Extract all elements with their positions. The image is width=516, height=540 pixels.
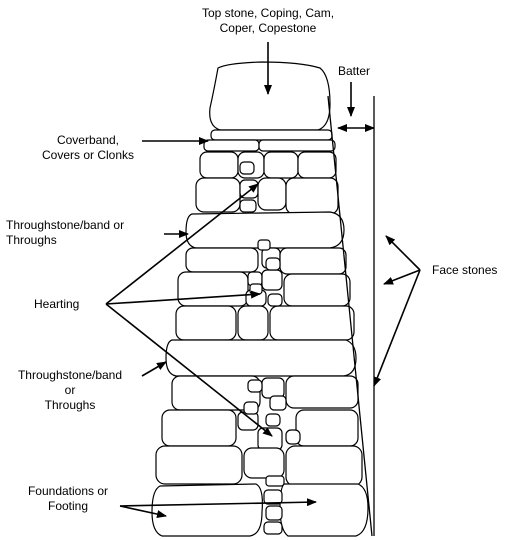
top-stone	[209, 61, 331, 131]
face-stone	[257, 427, 283, 451]
annotation-arrows	[105, 42, 421, 518]
face-stone	[283, 273, 351, 307]
face-stone	[297, 151, 337, 179]
face-stone	[175, 305, 237, 341]
face-stone	[185, 247, 259, 273]
foundation-stone	[279, 483, 369, 537]
foundations-label-line: Foundations or	[27, 484, 109, 498]
hearting-label: Hearting	[34, 297, 80, 311]
hearting-arrow	[105, 290, 261, 305]
foundations-arrow	[119, 505, 167, 518]
top-stone-label: Top stone, Coping, Cam, Coper, Copestone	[180, 6, 356, 36]
coverband-stone	[203, 139, 260, 152]
face-stone	[161, 409, 237, 447]
face-stone	[261, 269, 283, 291]
throughstone-lower-label-line: Throughs	[44, 398, 96, 412]
face-stones-arrow	[383, 269, 421, 285]
foundation-stone	[151, 483, 263, 537]
coverband-label-line: Covers or Clonks	[41, 148, 135, 162]
throughstone-upper-label: Throughstone/band or Throughs	[6, 218, 124, 248]
hearting-stones	[239, 161, 301, 535]
face-stones-arrow	[385, 235, 421, 271]
coverband-label: Coverband, Covers or Clonks	[30, 133, 146, 163]
throughstone-lower-arrow	[141, 361, 167, 377]
coverband-label-line: Coverband,	[56, 133, 120, 147]
throughstone-lower-label: Throughstone/band or Throughs	[10, 368, 130, 413]
foundations-label-line: Footing	[47, 499, 89, 513]
foundations-label: Foundations or Footing	[20, 484, 116, 514]
throughstone-lower-label-line: or	[64, 383, 76, 397]
coverband-stone	[258, 139, 336, 152]
hearting-arrow	[105, 303, 273, 437]
batter-label: Batter	[338, 64, 371, 78]
wall	[151, 61, 369, 537]
face-stone	[263, 151, 299, 179]
face-stones-label: Face stones	[432, 263, 498, 277]
face-stone	[199, 151, 239, 179]
face-stone	[237, 305, 269, 341]
face-stone	[177, 271, 249, 307]
hearting-arrow	[105, 183, 259, 305]
face-stone	[285, 375, 359, 409]
face-stone	[295, 409, 359, 447]
coverband-stone	[210, 129, 333, 141]
face-stone	[269, 305, 355, 341]
throughstone-upper-label-line: Throughstone/band or	[6, 218, 125, 232]
throughstone-lower-label-line: Throughstone/band	[17, 368, 123, 382]
throughstone-lower	[165, 339, 357, 377]
top-stone-label-line: Coper, Copestone	[219, 21, 317, 35]
face-stone	[261, 377, 285, 399]
face-stone	[243, 447, 285, 479]
face-stone	[285, 177, 339, 215]
wall-face-line	[327, 95, 373, 537]
foundations-arrow	[119, 498, 317, 507]
face-stone	[237, 411, 259, 431]
throughstone-upper-label-line: Throughs	[6, 233, 57, 247]
face-stone	[155, 445, 243, 485]
face-stone	[195, 177, 241, 213]
face-stone	[285, 445, 363, 487]
top-stone-label-line: Top stone, Coping, Cam,	[201, 6, 335, 20]
face-stones-arrow	[373, 269, 421, 387]
face-stone	[279, 247, 347, 275]
face-stone	[257, 177, 287, 211]
